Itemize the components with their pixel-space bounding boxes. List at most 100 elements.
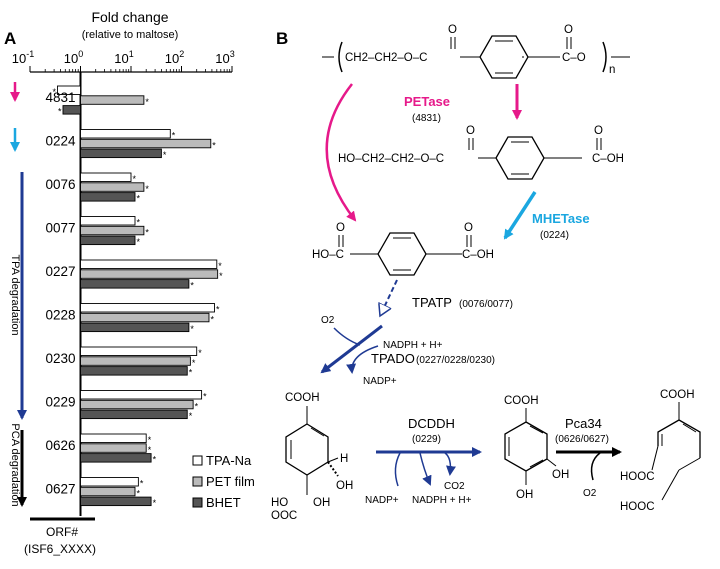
bar (80, 172, 132, 182)
tpatp-arrow (380, 279, 398, 316)
significance-marker: * (190, 324, 194, 334)
x-tick-label: 10-1 (12, 49, 34, 66)
o2-pca-curve (590, 452, 601, 481)
bar (80, 259, 218, 269)
tpado-o2: O2 (321, 315, 335, 326)
muconate-hooc-2: HOOC (620, 501, 655, 513)
pet-carbonyl-o-left: O (448, 24, 457, 36)
chart-subtitle: (relative to maltose) (82, 29, 179, 41)
bar (80, 129, 171, 139)
significance-marker: * (189, 368, 193, 378)
muconate-hooc-1: HOOC (620, 471, 655, 483)
bar (80, 312, 210, 323)
significance-marker: * (190, 281, 194, 291)
pet-carbonyl-o-right: O (564, 24, 573, 36)
legend-label-tpa-na: TPA-Na (206, 453, 252, 468)
mhet-acid-text: C–OH (592, 153, 624, 165)
mhetase-arrow (503, 191, 537, 240)
legend-label-pet-film: PET film (206, 474, 255, 489)
bar (80, 279, 190, 289)
bar (62, 105, 81, 115)
pca-oh-right: OH (552, 469, 569, 481)
petase-side-arrow (325, 83, 357, 222)
significance-marker: * (212, 140, 216, 150)
mhet-structure: HO–CH2–CH2–O–C O O C–OH (338, 125, 624, 180)
panel-label-b: B (276, 29, 288, 48)
significance-marker: * (148, 445, 152, 455)
x-tick-label: 103 (215, 49, 234, 66)
tpatp-label: TPATP (412, 295, 452, 310)
legend-swatch-pet-film (192, 476, 203, 487)
significance-marker: * (172, 131, 176, 141)
bar (80, 322, 190, 333)
pca-degradation-label: PCA degradation (9, 423, 21, 506)
bar (80, 192, 136, 202)
bar (57, 85, 81, 95)
petase-orf: (4831) (412, 113, 441, 124)
significance-marker: * (145, 227, 149, 237)
mhetase-orf: (0224) (540, 230, 569, 241)
bar-area: ****************************** (52, 72, 223, 516)
nadph-curve (346, 345, 379, 374)
significance-marker: * (198, 348, 202, 358)
significance-marker: * (58, 107, 62, 117)
tpado-arrow (320, 324, 383, 374)
significance-marker: * (133, 174, 137, 184)
significance-marker: * (219, 271, 223, 281)
pca-oh-bottom: OH (516, 489, 533, 501)
x-tick-label: 101 (114, 49, 133, 66)
bar (80, 182, 145, 192)
bar (80, 138, 212, 149)
dcd-h: H (340, 453, 348, 465)
legend-swatch-bhet (192, 497, 203, 508)
tpado-nadph: NADPH + H+ (383, 340, 443, 351)
co2-out-curve (444, 452, 456, 476)
bar (80, 303, 215, 313)
bar (80, 235, 136, 246)
bar (80, 486, 136, 497)
bar (80, 346, 198, 356)
significance-marker: * (153, 455, 157, 465)
category-label: 0228 (45, 308, 75, 323)
bar (80, 366, 188, 376)
bar (80, 399, 194, 410)
category-label: 0230 (45, 351, 75, 366)
bar (80, 216, 136, 226)
chart-title: Fold change (91, 9, 168, 25)
significance-marker: * (218, 261, 222, 271)
pca-structure: COOH OH OH (504, 395, 569, 501)
bar (80, 496, 152, 507)
muconate-cooh-top: COOH (660, 389, 695, 401)
significance-marker: * (136, 237, 140, 247)
muconate-structure: COOH HOOC HOOC (620, 389, 701, 513)
y-axis-label: ORF# (46, 525, 78, 539)
significance-marker: * (136, 218, 140, 228)
dcddh-orf: (0229) (412, 434, 441, 445)
significance-marker: * (203, 392, 207, 402)
category-label: 0229 (45, 395, 75, 410)
tpa-right-acid: C–OH (462, 249, 494, 261)
tpado-label: TPADO (371, 351, 415, 366)
bar (80, 148, 162, 159)
mhetase-label: MHETase (532, 211, 590, 226)
legend: TPA-Na PET film BHET (192, 453, 255, 510)
tpa-degradation-label: TPA degradation (9, 254, 21, 335)
legend-label-bhet: BHET (206, 495, 241, 510)
category-label: 0626 (45, 438, 75, 453)
tpa-carbonyl-o-left: O (336, 222, 345, 234)
tpado-orf: (0227/0228/0230) (416, 355, 495, 366)
significance-marker: * (145, 97, 149, 107)
petase-label: PETase (404, 94, 450, 109)
dcddh-co2: CO2 (444, 481, 465, 492)
significance-marker: * (136, 488, 140, 498)
nadp-in-curve (394, 452, 401, 487)
tpa-carbonyl-o-right: O (464, 222, 473, 234)
significance-marker: * (136, 194, 140, 204)
bar (80, 95, 145, 105)
mhet-carbonyl-o-left: O (466, 125, 475, 137)
tpado-nadp: NADP+ (363, 376, 397, 387)
bar (80, 225, 145, 236)
nadph-out-curve (419, 452, 432, 486)
